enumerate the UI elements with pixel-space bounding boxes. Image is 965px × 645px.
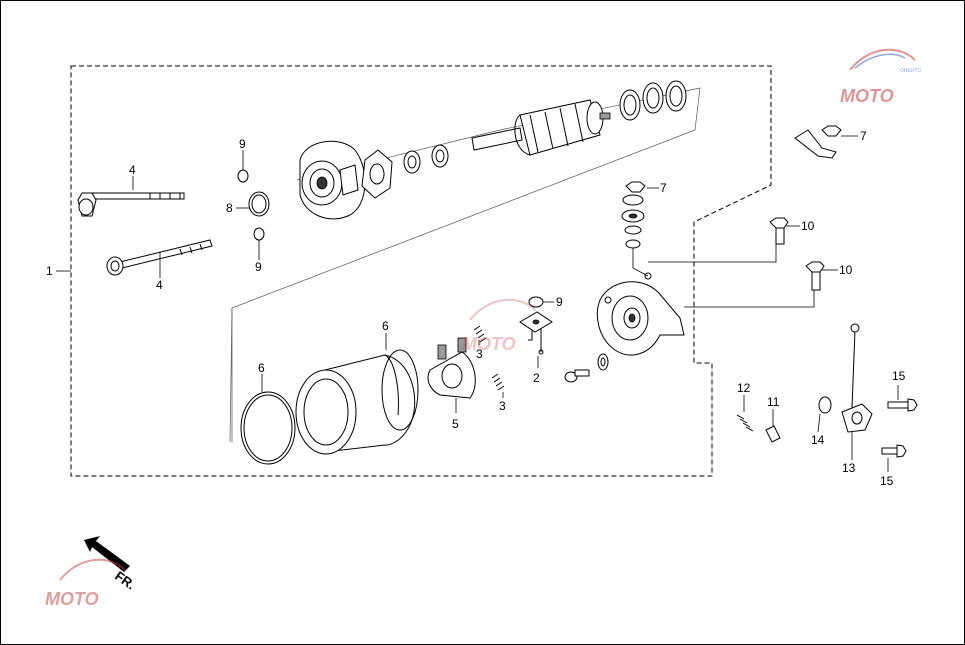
callout-5: 5 [452,417,459,431]
o-ring-lower [253,227,265,241]
callout-leaders [56,135,899,472]
assembly-boundary [70,65,772,477]
front-label: FR. [112,568,138,592]
callout-3-lower: 3 [499,399,506,413]
callout-2: 2 [533,371,540,385]
watermark-logo-top-right: MOTO OHERTO [840,48,921,106]
washer-b [431,144,449,168]
front-arrow-icon [84,536,130,572]
terminal-washer [597,353,609,371]
rear-cover [596,272,685,356]
watermark-text-top-right: MOTO [840,86,894,106]
bolt-leader-upper [648,244,777,263]
watermark-caption-top-right: OHERTO [900,68,921,74]
motor-yoke [295,354,416,455]
callout-3-upper: 3 [476,347,483,361]
callout-labels: 1 2 3 3 4 4 5 6 6 7 7 8 9 9 9 10 10 11 1… [46,129,906,488]
watermark-logo-center: MOTO [462,298,536,354]
watermark-logo-bottom-left: MOTO [45,558,126,609]
callout-4-lower: 4 [156,278,163,292]
callout-9-terminal: 9 [556,295,563,309]
callout-13: 13 [842,461,856,475]
washer-a [403,150,421,174]
sensor-rod [850,323,860,409]
spring-12 [736,414,754,432]
callout-15-upper: 15 [892,369,906,383]
sensor-bolt-lower [881,444,907,458]
gasket-ring [240,391,296,465]
callout-6-yoke: 6 [382,319,389,333]
callout-15-lower: 15 [880,474,894,488]
callout-14: 14 [811,433,825,447]
o-ring-large [248,191,270,217]
pin-11 [765,425,781,443]
mount-bolt-upper [769,217,789,245]
lock-plate [361,149,393,199]
long-bolt-upper [77,192,185,217]
shim-washers [619,80,687,121]
callout-10-lower: 10 [839,263,853,277]
armature [471,99,611,156]
mount-bolt-lower [805,261,825,291]
sensor-bolt-upper [887,398,918,412]
sensor-bracket [841,403,873,433]
bolt-leader-lower [684,290,815,308]
watermark-text-center: MOTO [462,334,516,354]
callout-10-upper: 10 [801,219,815,233]
callout-7-terminal: 7 [860,129,867,143]
stack-leader [632,248,649,277]
callout-12: 12 [737,381,751,395]
terminal-plate [519,311,553,333]
callout-8: 8 [226,201,233,215]
front-cover [299,140,366,220]
guide-lines [229,87,701,443]
callout-7-stack: 7 [660,181,667,195]
callout-6-gasket: 6 [258,361,265,375]
sensor-clip-14 [818,396,832,414]
yoke-o-ring [381,349,419,431]
callout-9-upper: 9 [239,137,246,151]
cable-terminal [794,125,842,159]
callout-1: 1 [46,264,53,278]
brush-holder [427,337,476,399]
callout-11: 11 [767,395,780,409]
brush-spring-lower [491,373,505,391]
callout-9-lower: 9 [255,260,262,274]
callout-4-upper: 4 [129,163,136,177]
o-ring-upper [237,169,249,183]
front-direction-indicator: FR. [84,536,138,592]
long-bolt-lower [106,239,213,276]
nut-stack [621,181,646,249]
watermark-text-bottom-left: MOTO [45,589,99,609]
terminal-brush [528,328,544,355]
terminal-nut [564,369,590,383]
brush-spring-upper [473,325,487,343]
